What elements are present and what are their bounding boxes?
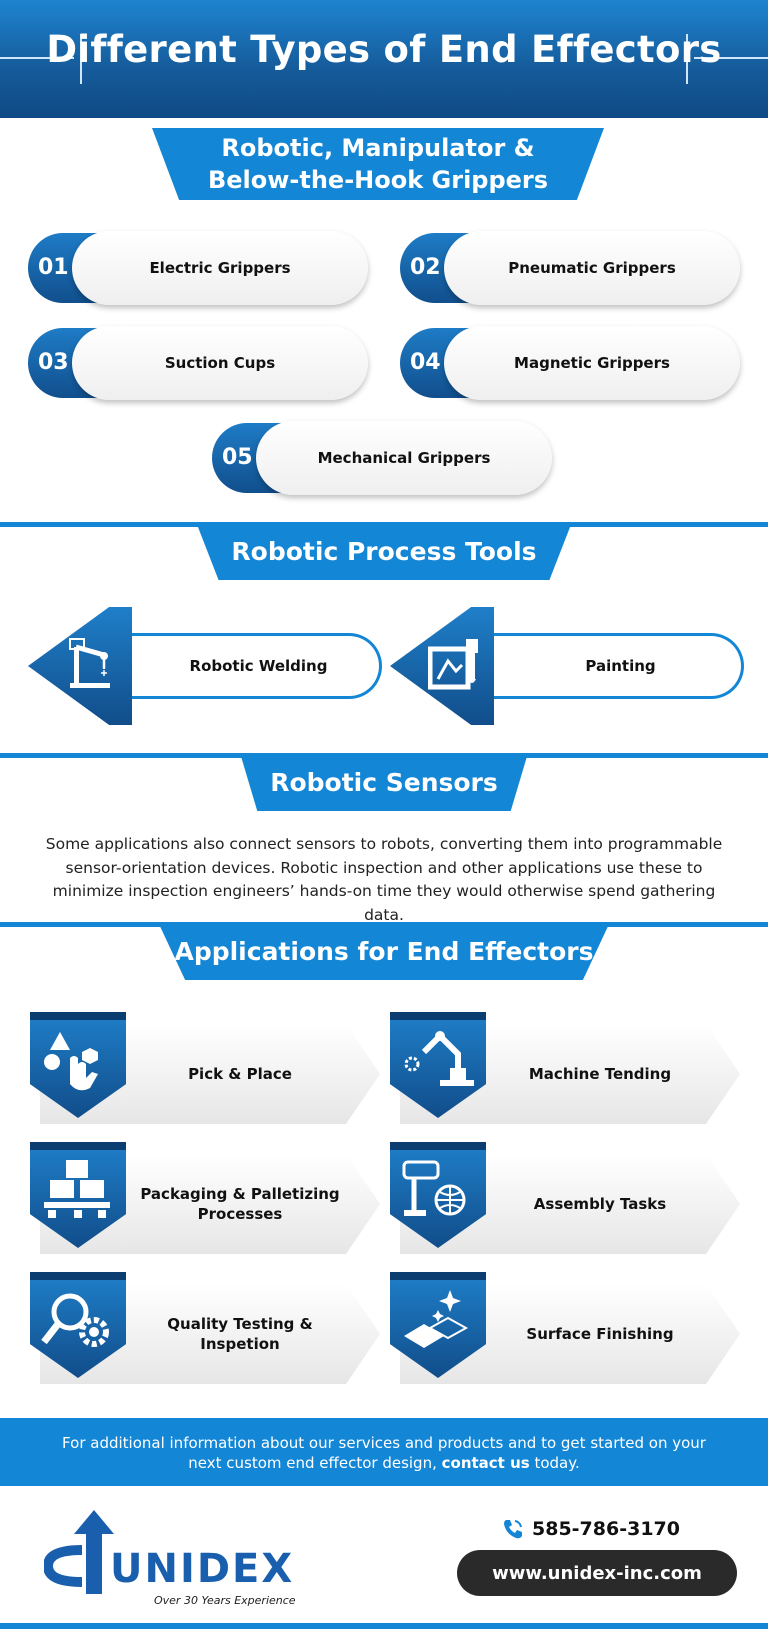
applications-banner: Applications for End Effectors xyxy=(158,922,610,980)
application-label: Machine Tending xyxy=(528,1065,672,1083)
header-rule-right xyxy=(694,57,768,59)
website-button[interactable]: www.unidex-inc.com xyxy=(457,1550,737,1596)
gripper-item: 04 Magnetic Grippers xyxy=(400,326,742,400)
application-item: Assembly Tasks xyxy=(390,1142,740,1254)
contact-us-link[interactable]: contact us xyxy=(441,1454,530,1472)
phone-contact[interactable]: 585-786-3170 xyxy=(502,1518,680,1540)
process-tool-label: Painting xyxy=(470,633,744,699)
application-label: Quality Testing & Inspetion xyxy=(167,1315,313,1353)
application-label: Surface Finishing xyxy=(526,1325,674,1343)
process-tool-badge xyxy=(28,607,132,725)
gripper-item: 01 Electric Grippers xyxy=(28,231,370,305)
application-label: Packaging & Palletizing Processes xyxy=(140,1185,340,1223)
cta-end: today. xyxy=(534,1454,580,1472)
application-label: Pick & Place xyxy=(188,1065,292,1083)
gripper-item: 05 Mechanical Grippers xyxy=(212,421,554,495)
page-header: Different Types of End Effectors xyxy=(0,0,768,118)
logo-tagline: Over 30 Years Experience xyxy=(154,1594,296,1607)
gripper-label: Pneumatic Grippers xyxy=(444,231,740,305)
application-item: Machine Tending xyxy=(390,1012,740,1124)
gripper-label: Magnetic Grippers xyxy=(444,326,740,400)
gripper-item: 02 Pneumatic Grippers xyxy=(400,231,742,305)
header-tick-right xyxy=(686,34,688,84)
process-tool-painting: Painting xyxy=(390,607,746,725)
gripper-number: 04 xyxy=(410,350,441,375)
application-item: Packaging & Palletizing Processes xyxy=(30,1142,380,1254)
application-item: Surface Finishing xyxy=(390,1272,740,1384)
robot-arm-gear-icon xyxy=(404,1031,474,1086)
application-item: Quality Testing & Inspetion xyxy=(30,1272,380,1384)
gripper-number: 03 xyxy=(38,350,69,375)
gripper-number: 01 xyxy=(38,255,69,280)
robot-globe-icon xyxy=(402,1160,466,1216)
sensors-banner: Robotic Sensors xyxy=(240,753,528,811)
gripper-label: Suction Cups xyxy=(72,326,368,400)
header-rule-left xyxy=(0,57,74,59)
process-tools-banner: Robotic Process Tools xyxy=(196,522,572,580)
gripper-item: 03 Suction Cups xyxy=(28,326,370,400)
bottom-rule xyxy=(0,1623,768,1629)
process-tool-label: Robotic Welding xyxy=(108,633,382,699)
page-title: Different Types of End Effectors xyxy=(46,28,722,71)
grippers-banner: Robotic, Manipulator & Below-the-Hook Gr… xyxy=(152,128,604,200)
phone-number: 585-786-3170 xyxy=(532,1518,680,1540)
sensors-paragraph: Some applications also connect sensors t… xyxy=(45,835,723,924)
paint-brush-icon xyxy=(428,639,478,690)
gripper-label: Mechanical Grippers xyxy=(256,421,552,495)
gripper-number: 02 xyxy=(410,255,441,280)
header-tick-left xyxy=(80,34,82,84)
logo-arrow-icon xyxy=(44,1510,114,1594)
application-item: Pick & Place xyxy=(30,1012,380,1124)
welding-robot-icon xyxy=(69,638,110,688)
cta-text: For additional information about our ser… xyxy=(62,1434,706,1472)
sparkle-tiles-icon xyxy=(404,1290,469,1348)
phone-icon xyxy=(504,1520,522,1539)
gripper-label: Electric Grippers xyxy=(72,231,368,305)
magnifier-gear-icon xyxy=(41,1293,109,1347)
boxes-pallet-icon xyxy=(44,1160,110,1218)
process-tool-welding: Robotic Welding xyxy=(28,607,384,725)
application-label: Assembly Tasks xyxy=(533,1195,667,1213)
logo-wordmark: UNIDEX xyxy=(110,1546,295,1592)
grippers-title-line2: Below-the-Hook Grippers xyxy=(207,166,549,194)
contact-cta: For additional information about our ser… xyxy=(0,1418,768,1486)
gripper-number: 05 xyxy=(222,445,253,470)
process-tool-badge xyxy=(390,607,494,725)
shapes-hand-icon xyxy=(44,1032,98,1091)
grippers-title-line1: Robotic, Manipulator & xyxy=(221,134,535,162)
